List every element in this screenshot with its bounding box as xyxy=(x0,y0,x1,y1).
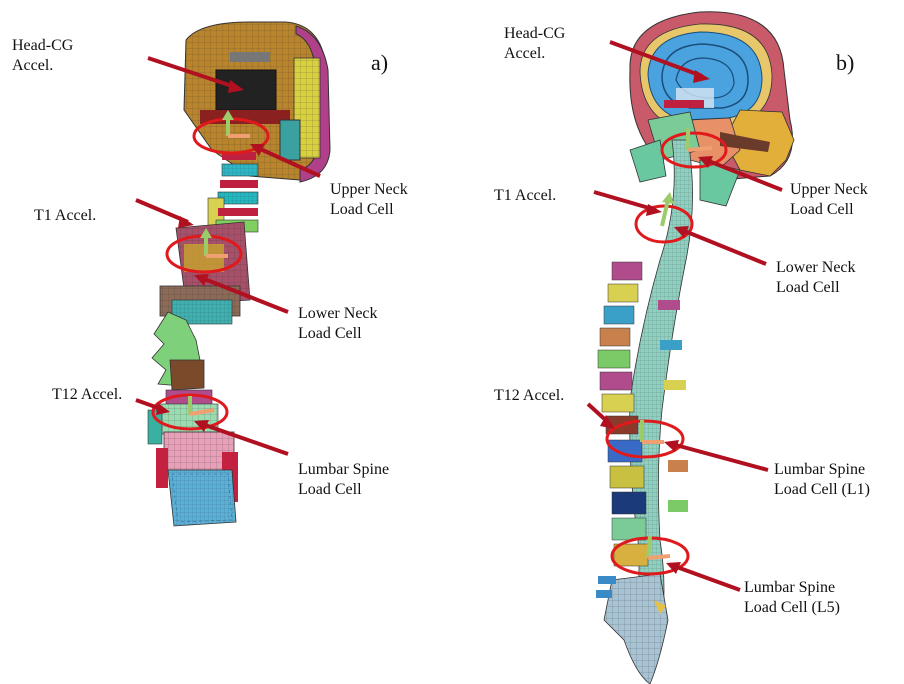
label-line: Lower Neck xyxy=(298,304,378,324)
panel-b-tag: b) xyxy=(836,50,854,76)
label-line: Accel. xyxy=(12,56,73,76)
panel-a-tag: a) xyxy=(371,50,388,76)
label-lumbar-l1-b: Lumbar Spine Load Cell (L1) xyxy=(774,460,870,500)
label-line: Lumbar Spine xyxy=(298,460,389,480)
label-line: T12 Accel. xyxy=(494,386,564,406)
label-lumbar-a: Lumbar Spine Load Cell xyxy=(298,460,389,500)
label-line: Load Cell (L5) xyxy=(744,598,840,618)
label-line: T12 Accel. xyxy=(52,385,122,405)
label-line: Lumbar Spine xyxy=(744,578,840,598)
panel-a-model xyxy=(136,22,330,526)
label-line: Upper Neck xyxy=(330,180,408,200)
label-line: Load Cell xyxy=(298,480,389,500)
dummy-neck xyxy=(208,152,258,232)
label-line: Accel. xyxy=(504,44,565,64)
label-line: Load Cell xyxy=(330,200,408,220)
label-t1-a: T1 Accel. xyxy=(34,206,96,226)
label-t1-b: T1 Accel. xyxy=(494,186,556,206)
label-line: Load Cell xyxy=(790,200,868,220)
label-head-cg-b: Head-CG Accel. xyxy=(504,24,565,64)
label-lumbar-l5-b: Lumbar Spine Load Cell (L5) xyxy=(744,578,840,618)
label-lower-neck-b: Lower Neck Load Cell xyxy=(776,258,856,298)
label-t12-a: T12 Accel. xyxy=(52,385,122,405)
label-line: Upper Neck xyxy=(790,180,868,200)
label-line: Load Cell xyxy=(298,324,378,344)
label-upper-neck-a: Upper Neck Load Cell xyxy=(330,180,408,220)
label-t12-b: T12 Accel. xyxy=(494,386,564,406)
label-lower-neck-a: Lower Neck Load Cell xyxy=(298,304,378,344)
label-head-cg-a: Head-CG Accel. xyxy=(12,36,73,76)
label-line: Head-CG xyxy=(504,24,565,44)
label-line: T1 Accel. xyxy=(494,186,556,206)
label-line: Load Cell xyxy=(776,278,856,298)
human-spine xyxy=(596,140,693,684)
label-line: Lumbar Spine xyxy=(774,460,870,480)
dummy-lumbar xyxy=(148,360,238,526)
label-line: Load Cell (L1) xyxy=(774,480,870,500)
label-line: Lower Neck xyxy=(776,258,856,278)
label-line: Head-CG xyxy=(12,36,73,56)
label-line: T1 Accel. xyxy=(34,206,96,226)
label-upper-neck-b: Upper Neck Load Cell xyxy=(790,180,868,220)
